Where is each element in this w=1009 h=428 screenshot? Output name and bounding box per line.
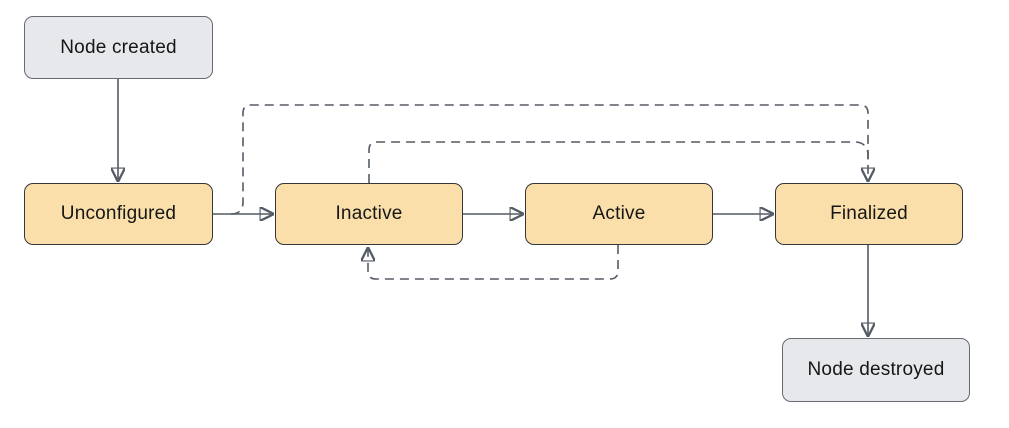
node-inactive-label: Inactive xyxy=(335,203,403,224)
node-active-label: Active xyxy=(592,203,646,224)
edge-inactive-to-finalized-dashed xyxy=(368,141,869,183)
node-finalized[interactable]: Finalized xyxy=(775,183,963,245)
node-unconfigured[interactable]: Unconfigured xyxy=(24,183,213,245)
node-destroyed-label: Node destroyed xyxy=(807,359,945,380)
edge-active-to-inactive-dashed xyxy=(368,245,619,280)
node-created[interactable]: Node created xyxy=(24,16,213,79)
node-active[interactable]: Active xyxy=(525,183,713,245)
node-created-label: Node created xyxy=(60,36,177,58)
node-unconfigured-label: Unconfigured xyxy=(60,203,177,224)
node-destroyed[interactable]: Node destroyed xyxy=(782,338,970,402)
node-inactive[interactable]: Inactive xyxy=(275,183,463,245)
node-finalized-label: Finalized xyxy=(830,203,908,224)
